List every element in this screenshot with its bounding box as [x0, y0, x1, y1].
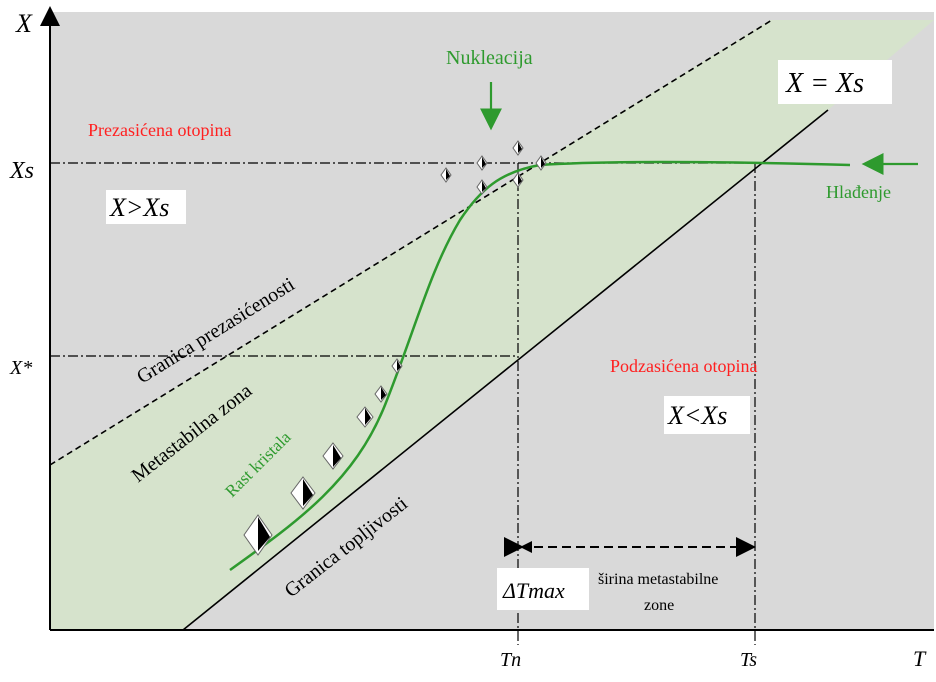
crystal-marker	[512, 172, 524, 188]
undersaturated-cond-label: X<Xs	[667, 401, 727, 430]
supersaturated-cond-label: X>Xs	[109, 193, 169, 222]
nukleacija-label: Nukleacija	[446, 47, 533, 69]
tick-ts: Ts	[740, 649, 757, 671]
crystal-marker	[476, 179, 488, 195]
supersaturated-label: Prezasićena otopina	[88, 120, 231, 140]
guide-lines	[50, 162, 756, 645]
equality-label: X = Xs	[785, 68, 864, 99]
hladjenje-label: Hlađenje	[826, 182, 891, 202]
crystal-marker	[356, 406, 374, 428]
crystal-marker	[290, 476, 316, 510]
solubility-limit-line	[182, 109, 829, 631]
crystal-marker	[440, 167, 452, 183]
y-axis-label: X	[15, 9, 33, 38]
crystal-marker	[535, 155, 547, 171]
crystal-marker	[374, 385, 388, 403]
undersaturated-cond-box	[664, 396, 750, 434]
delta-tmax-label: ΔTmax	[502, 578, 565, 603]
undersaturated-label: Podzasićena otopina	[610, 356, 757, 376]
crystal-marker	[322, 442, 344, 470]
tick-xs: Xs	[9, 158, 34, 184]
width-label-line2: zone	[644, 597, 674, 614]
crystal-marker	[512, 140, 524, 156]
metastable-zone	[50, 20, 934, 630]
width-label-line1: širina metastabilne	[598, 571, 718, 588]
tick-xstar: X*	[9, 357, 32, 379]
crystal-markers	[243, 140, 547, 556]
delta-tmax-box	[497, 568, 589, 610]
x-axis-label: T	[913, 646, 927, 671]
supersaturated-cond-box	[106, 190, 186, 224]
equality-box	[778, 60, 892, 104]
crystal-growth-curve	[229, 160, 851, 572]
supersaturation-limit-line	[49, 19, 773, 466]
crystal-marker	[243, 514, 273, 556]
crystal-marker	[391, 358, 403, 374]
tick-tn: Tn	[500, 649, 521, 671]
crystal-marker	[476, 155, 488, 171]
